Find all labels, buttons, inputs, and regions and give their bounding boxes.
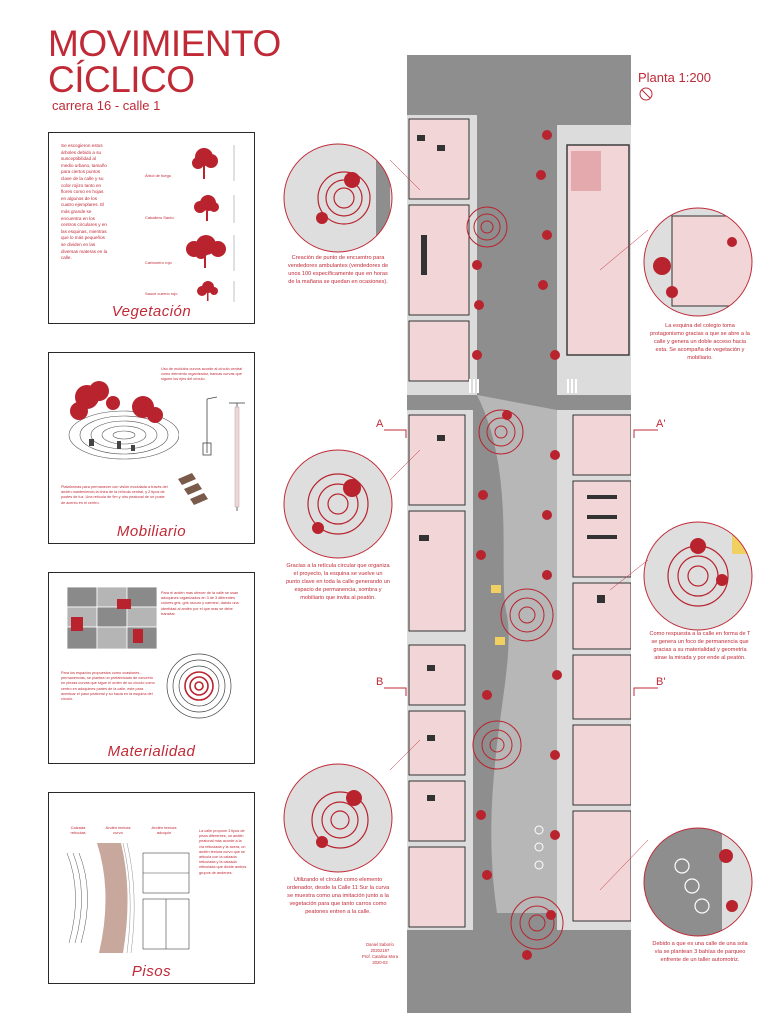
scale-label: Planta 1:200	[638, 70, 712, 85]
title-line-1: MOVIMIENTO	[48, 23, 281, 64]
leader-lines	[389, 159, 649, 891]
mobiliario-title: Mobiliario	[116, 523, 187, 540]
trees-illustration	[186, 145, 235, 302]
section-b-right: B'	[656, 676, 666, 688]
tree-label-4: Sauce cuerno rojo	[145, 291, 178, 296]
panel-materialidad: Para el andén mas ofrecer de la calle se…	[48, 572, 255, 764]
panel-pisos: Calzada retículas Andén textura curvo An…	[48, 792, 255, 984]
panel-mobiliario: Uso de módulos curvos acorde al círculo …	[48, 352, 255, 544]
credit-professor: Prof. Catalina Mora	[361, 954, 399, 959]
tree-label-2: Caballero Santo	[145, 215, 174, 220]
mobiliario-text-bottom: Plataformas para permanecer con visión m…	[61, 485, 168, 505]
pisos-label-1: Calzada retículas	[70, 825, 86, 835]
section-b-line-right	[633, 687, 658, 696]
zoom-circle-1	[283, 143, 393, 253]
pisos-plan	[66, 843, 190, 953]
section-b-left: B	[376, 676, 384, 688]
pisos-title: Pisos	[131, 963, 172, 980]
materialidad-text-bottom: Para los espacios propuestos como ocasio…	[61, 671, 155, 702]
page-subtitle: carrera 16 - calle 1	[52, 98, 161, 113]
materialidad-title: Materialidad	[107, 743, 196, 760]
zoom-circle-2	[643, 207, 753, 317]
pisos-label-3: Andén textura adoquín	[151, 825, 177, 835]
credit-author: Daniel Saborío	[366, 942, 394, 947]
section-b-line-left	[384, 687, 407, 696]
zoom-circle-5	[283, 763, 393, 873]
panel-vegetacion: Se escogieron estos árboles debido a su …	[48, 132, 255, 324]
pisos-text: La calle propone 3 tipos de pisos difere…	[199, 829, 247, 875]
zoom-circle-3	[283, 449, 393, 559]
materialidad-text-top: Para el andén mas ofrecer de la calle se…	[161, 591, 239, 616]
plaza-axonometric	[68, 381, 179, 460]
section-a-left: A	[376, 418, 384, 430]
section-a-line-right	[633, 429, 658, 438]
page-title: MOVIMIENTO CÍCLICO	[48, 23, 281, 100]
zoom-circle-6	[643, 827, 753, 937]
section-a-line-left	[384, 429, 407, 438]
vegetacion-text: Se escogieron estos árboles debido a su …	[61, 143, 108, 261]
pisos-label-2: Andén textura curvo	[105, 825, 131, 835]
concrete-circle	[166, 653, 232, 719]
note-curve-entry: Utilizando el círculo como elemento orde…	[286, 877, 390, 915]
tree-label-3: Carbonero rojo	[145, 260, 172, 265]
note-school-corner: La esquina del colegio toma protagonismo…	[650, 323, 750, 361]
paving-pattern	[67, 587, 157, 649]
tree-label-1: Árbol de fuego	[145, 173, 172, 178]
platform-module	[178, 473, 208, 505]
zoom-circle-4	[643, 521, 753, 631]
section-a-right: A'	[656, 418, 666, 430]
vegetacion-title: Vegetación	[111, 303, 192, 320]
title-line-2: CÍCLICO	[48, 59, 195, 100]
note-parking-bays: Debido a que es una calle de una sola ví…	[652, 941, 748, 963]
site-plan	[407, 55, 631, 1013]
note-t-street: Como respuesta a la calle en forma de T …	[649, 631, 751, 661]
north-arrow-icon	[639, 87, 653, 101]
note-meeting-point: Creación de punto de encuentro para vend…	[287, 255, 389, 285]
credit-term: 2020-02	[372, 960, 388, 965]
mobiliario-text-top: Uso de módulos curvos acorde al círculo …	[161, 367, 243, 382]
lamp-posts-illustration	[202, 396, 245, 511]
credit-code: 20202197	[370, 948, 390, 953]
note-circular-grid: Gracias a la retícula circular que organ…	[286, 563, 390, 601]
credits: Daniel Saborío 20202197 Prof. Catalina M…	[358, 942, 402, 966]
